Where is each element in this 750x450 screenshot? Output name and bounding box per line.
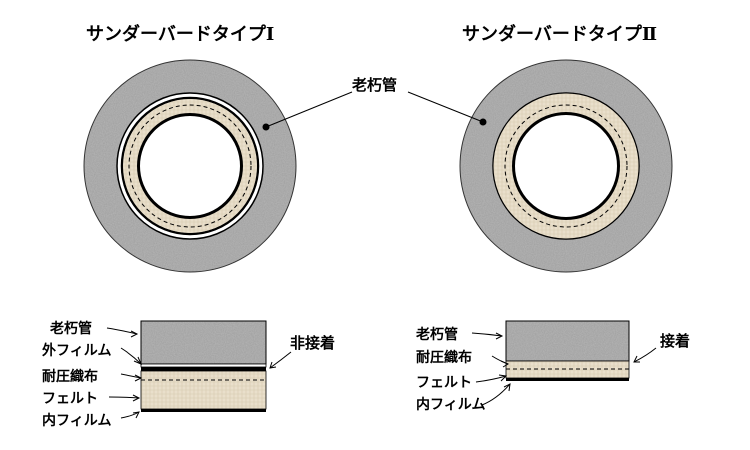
type2-strip-liner [505,360,630,379]
type2-title: サンダーバードタイプⅡ [462,24,657,45]
type2-label-felt: フェルト [416,375,472,391]
type1-strip-liner [140,370,267,410]
type1-felt-boundary [128,104,252,228]
type1-label-felt: フェルト [42,391,98,407]
type1-outer-film-ring [120,96,260,236]
type2-felt-boundary [504,104,628,228]
type1-strip [140,320,267,412]
type2-bond-note: 接着 [660,332,691,350]
type2-liner-ring [493,93,639,239]
type2-ring [459,59,673,273]
type2-label-inner-film: 内フィルム [416,397,486,413]
type1-bond-note: 非接着 [290,334,336,352]
type2-strip-old-pipe [505,320,630,362]
type1-label-old-pipe: 老朽管 [50,321,92,337]
type2-label-pressure-fabric: 耐圧織布 [416,350,472,366]
type1-label-inner-film: 内フィルム [42,413,112,429]
type1-old-pipe-ring [84,60,296,272]
type1-liner-ring [123,99,257,233]
type1-ring [83,59,297,273]
old-pipe-callout-leaders [262,91,487,131]
type1-label-pressure-fabric: 耐圧織布 [42,369,98,385]
type2-old-pipe-ring [460,60,672,272]
type1-strip-old-pipe [140,320,267,365]
type2-label-old-pipe: 老朽管 [416,327,458,343]
type1-label-outer-film: 外フィルム [42,343,112,359]
type1-strip-outer-film [141,367,266,371]
type1-strip-inner-film [141,409,266,412]
type2-label-arrows [471,332,657,406]
type1-strip-gap [140,363,267,368]
type1-label-arrows [106,327,292,419]
old-pipe-callout: 老朽管 [352,76,398,94]
type2-strip [505,320,630,381]
type2-strip-inner-film [506,378,629,381]
type1-title: サンダーバードタイプⅠ [86,24,275,45]
type2-inner-film-ring [512,112,620,220]
type1-inner-film-ring [137,113,243,219]
